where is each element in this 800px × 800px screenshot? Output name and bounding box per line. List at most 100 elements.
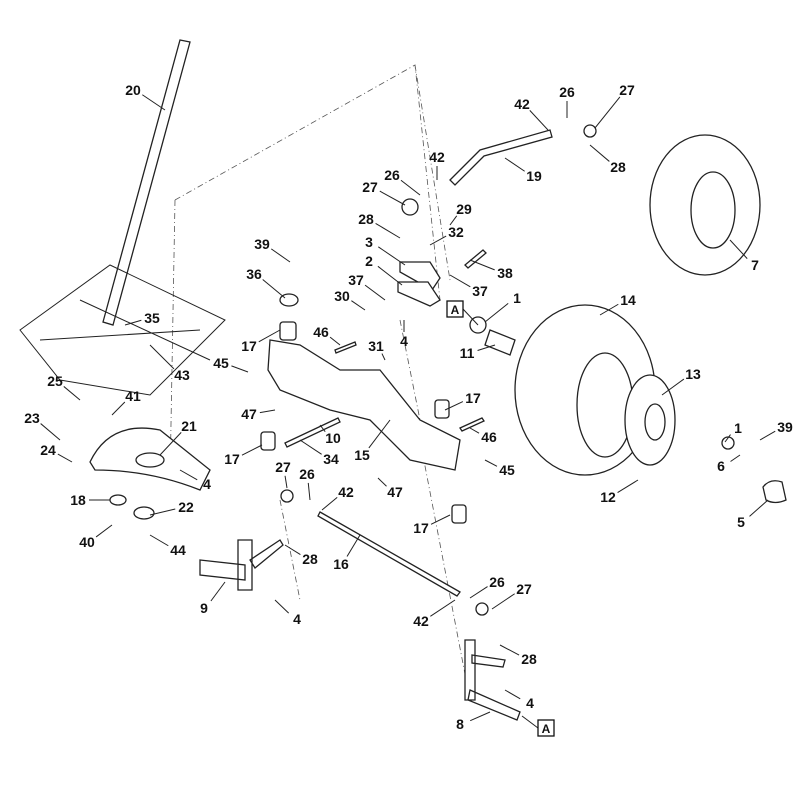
- leader-line: [274, 599, 290, 614]
- leader-line: [617, 479, 639, 493]
- leader-line: [346, 534, 361, 557]
- leader-line: [142, 94, 166, 111]
- callout-38: 38: [497, 265, 513, 281]
- callout-4: 4: [400, 333, 408, 349]
- callout-20: 20: [125, 82, 141, 98]
- leader-line: [504, 689, 521, 700]
- callout-18: 18: [70, 492, 86, 508]
- leader-line: [484, 303, 509, 323]
- callout-27: 27: [362, 179, 378, 195]
- callout-13: 13: [685, 366, 701, 382]
- callout-7: 7: [751, 257, 759, 273]
- callout-40: 40: [79, 534, 95, 550]
- ball-joint: [583, 124, 597, 138]
- reference-mark-A: A: [446, 300, 479, 326]
- callout-29: 29: [456, 201, 472, 217]
- leader-line: [258, 329, 281, 343]
- callout-36: 36: [246, 266, 262, 282]
- leader-line: [284, 544, 301, 556]
- callout-47: 47: [241, 406, 257, 422]
- callout-42: 42: [514, 96, 530, 112]
- leader-line: [329, 336, 341, 346]
- callout-22: 22: [178, 499, 194, 515]
- leader-line: [749, 499, 769, 517]
- bracket: [399, 261, 441, 291]
- callout-28: 28: [302, 551, 318, 567]
- leader-line: [368, 419, 391, 449]
- leader-line: [400, 179, 421, 196]
- leader-line: [321, 497, 338, 511]
- callout-8: 8: [456, 716, 464, 732]
- callout-37: 37: [348, 272, 364, 288]
- bushing: [434, 399, 450, 419]
- leader-line: [270, 248, 291, 263]
- callout-19: 19: [526, 168, 542, 184]
- leader-line: [111, 401, 126, 416]
- assembly-line: [279, 319, 471, 701]
- leader-line: [351, 300, 366, 311]
- leader-line: [375, 222, 401, 239]
- leader-line: [730, 454, 741, 462]
- leader-line: [429, 235, 447, 246]
- leader-line: [262, 279, 286, 299]
- bolt: [464, 249, 487, 269]
- leader-line: [444, 401, 464, 411]
- leader-line: [504, 157, 525, 172]
- leader-line: [449, 215, 458, 226]
- callout-32: 32: [448, 224, 464, 240]
- callout-34: 34: [323, 451, 339, 467]
- tire-rear-rim-hole: [690, 171, 736, 249]
- callout-6: 6: [717, 458, 725, 474]
- washer: [721, 436, 735, 450]
- callout-4: 4: [293, 611, 301, 627]
- callout-3: 3: [365, 234, 373, 250]
- bracket: [397, 281, 441, 307]
- callout-41: 41: [125, 388, 141, 404]
- callout-28: 28: [610, 159, 626, 175]
- reference-letter: A: [542, 722, 551, 736]
- leader-line: [381, 353, 386, 361]
- callout-11: 11: [460, 345, 475, 361]
- callout-17: 17: [413, 520, 429, 536]
- callout-42: 42: [429, 149, 445, 165]
- leader-line: [149, 344, 175, 370]
- callout-43: 43: [174, 367, 190, 383]
- leader-line: [149, 508, 176, 516]
- leader-line: [724, 434, 731, 443]
- callout-4: 4: [203, 476, 211, 492]
- frame-plate: [19, 264, 226, 396]
- assembly-line: [169, 64, 451, 481]
- rim-hub: [644, 403, 666, 441]
- callout-28: 28: [358, 211, 374, 227]
- callout-24: 24: [40, 442, 56, 458]
- hub-cap: [762, 480, 787, 504]
- leader-line: [377, 246, 406, 266]
- bolt: [334, 341, 357, 354]
- callout-27: 27: [619, 82, 635, 98]
- callout-16: 16: [333, 556, 349, 572]
- tie-rod: [317, 511, 461, 597]
- leader-line: [521, 715, 539, 729]
- leader-line: [430, 599, 456, 617]
- leader-line: [589, 144, 610, 162]
- ball-joint: [475, 602, 489, 616]
- callout-44: 44: [170, 542, 186, 558]
- leader-line: [462, 308, 479, 326]
- callout-26: 26: [384, 167, 400, 183]
- leader-line: [499, 644, 520, 656]
- callout-26: 26: [559, 84, 575, 100]
- washer: [109, 494, 127, 506]
- callout-31: 31: [368, 338, 384, 354]
- leader-line: [594, 96, 621, 129]
- callout-46: 46: [481, 429, 497, 445]
- leader-line: [599, 303, 619, 316]
- leader-line: [40, 423, 61, 441]
- callout-39: 39: [254, 236, 270, 252]
- leader-line: [259, 409, 276, 414]
- leader-line: [57, 453, 73, 463]
- leader-line: [95, 524, 113, 538]
- leader-line: [179, 469, 198, 481]
- reference-box: [446, 300, 464, 318]
- callout-37: 37: [472, 283, 488, 299]
